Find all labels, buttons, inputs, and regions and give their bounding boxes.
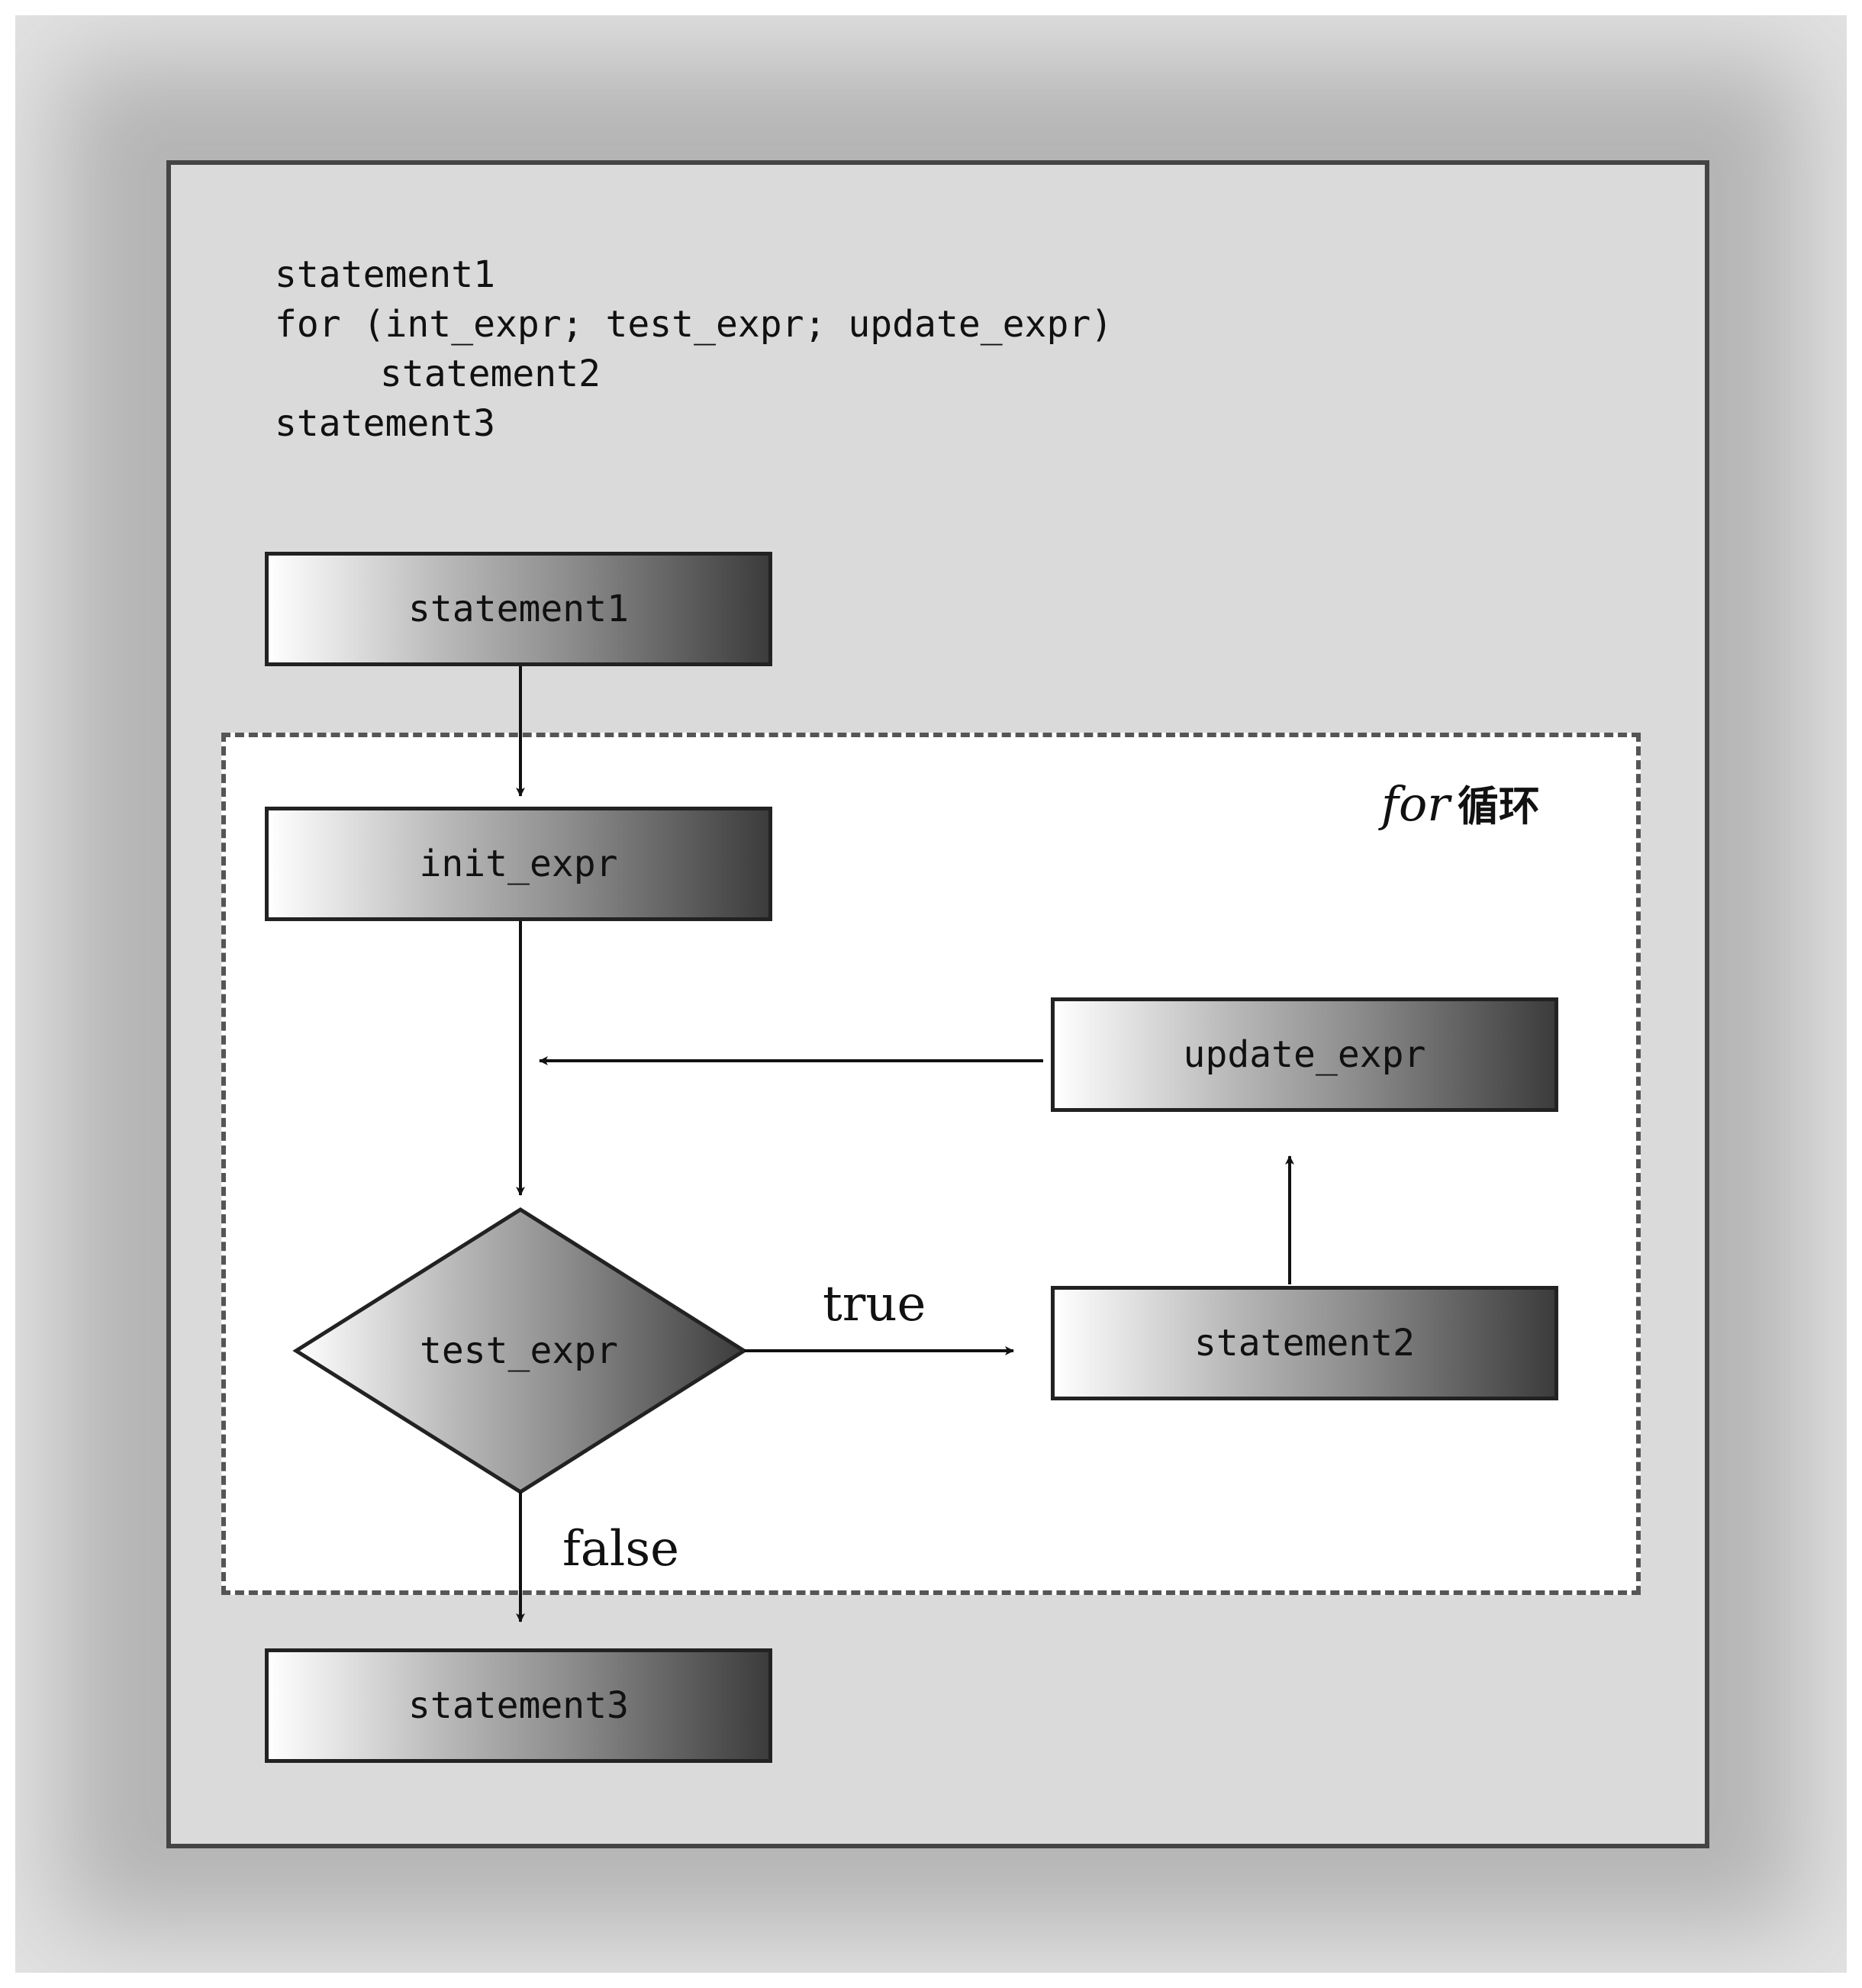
statement3-node: statement3 (265, 1648, 772, 1763)
init-expr-label: init_expr (419, 843, 618, 885)
statement2-label: statement2 (1194, 1322, 1415, 1365)
init-expr-node: init_expr (265, 807, 772, 921)
code-line-3: statement2 (380, 353, 601, 395)
code-line-4: statement3 (275, 402, 495, 445)
true-label: true (823, 1276, 926, 1332)
statement1-label: statement1 (408, 588, 629, 630)
loop-chinese-label: 循环 (1457, 782, 1540, 830)
code-snippet: statement1 for (int_expr; test_expr; upda… (275, 250, 1113, 449)
test-expr-label: test_expr (419, 1329, 619, 1372)
false-label: false (562, 1521, 680, 1577)
update-expr-node: update_expr (1051, 997, 1558, 1112)
statement2-node: statement2 (1051, 1286, 1558, 1400)
code-line-1: statement1 (275, 253, 495, 296)
update-expr-label: update_expr (1183, 1033, 1426, 1076)
code-line-2: for (int_expr; test_expr; update_expr) (275, 303, 1113, 346)
for-keyword: for (1381, 776, 1450, 832)
statement1-node: statement1 (265, 552, 772, 666)
statement3-label: statement3 (408, 1684, 629, 1727)
